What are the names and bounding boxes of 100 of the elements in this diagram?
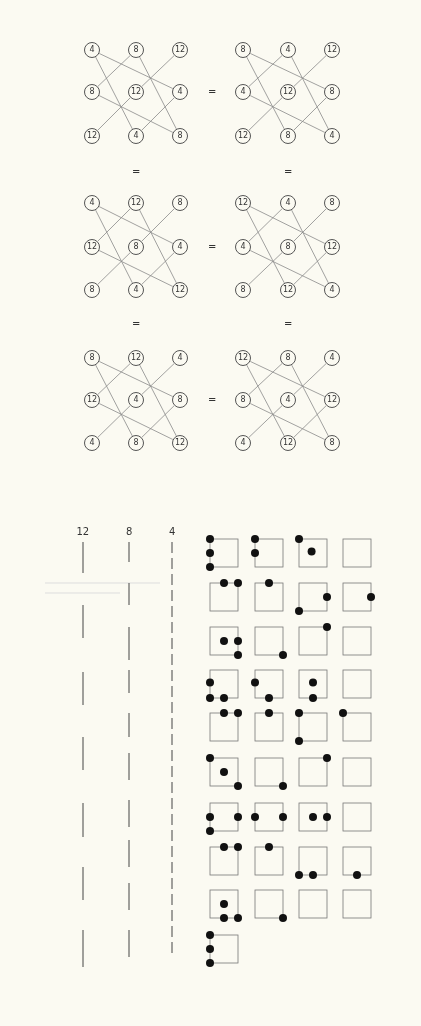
number-circle: 8 bbox=[128, 42, 144, 58]
number-circle: 12 bbox=[172, 42, 188, 58]
connector-line bbox=[293, 97, 327, 131]
number-circle: 4 bbox=[172, 84, 188, 100]
number-circle: 12 bbox=[84, 239, 100, 255]
number-circle: 12 bbox=[128, 84, 144, 100]
number-circle: 12 bbox=[280, 84, 296, 100]
number-circle: 8 bbox=[324, 195, 340, 211]
connector-line bbox=[291, 209, 329, 284]
number-circle: 8 bbox=[84, 282, 100, 298]
number-circle: 8 bbox=[84, 350, 100, 366]
connector-line bbox=[246, 364, 285, 437]
number-circle: 8 bbox=[235, 42, 251, 58]
equals-sign: = bbox=[132, 166, 141, 178]
connector-line bbox=[249, 250, 326, 287]
equals-sign: = bbox=[284, 318, 293, 330]
connector-line bbox=[97, 405, 131, 438]
connector-line bbox=[248, 405, 283, 438]
connector-line bbox=[139, 364, 177, 437]
number-circle: 4 bbox=[280, 195, 296, 211]
connector-line bbox=[248, 97, 283, 131]
column-header: 12 bbox=[76, 526, 90, 538]
number-circle: 12 bbox=[172, 435, 188, 451]
number-circle: 4 bbox=[280, 392, 296, 408]
number-circle: 8 bbox=[172, 195, 188, 211]
connector-line bbox=[249, 53, 326, 89]
number-circle: 4 bbox=[84, 435, 100, 451]
equals-sign: = bbox=[208, 86, 217, 98]
number-circle: 4 bbox=[172, 239, 188, 255]
connector-line bbox=[95, 364, 133, 437]
connector-line bbox=[98, 206, 174, 244]
column-header: 8 bbox=[126, 526, 133, 538]
connector-line bbox=[141, 97, 175, 131]
number-circle: 8 bbox=[280, 239, 296, 255]
connector-line bbox=[97, 252, 131, 285]
number-circle: 8 bbox=[128, 435, 144, 451]
connector-line bbox=[97, 55, 131, 87]
connector-line bbox=[248, 208, 283, 242]
number-circle: 8 bbox=[324, 435, 340, 451]
number-circle: 4 bbox=[235, 239, 251, 255]
number-circle: 4 bbox=[128, 392, 144, 408]
number-circle: 12 bbox=[128, 350, 144, 366]
number-circle: 8 bbox=[280, 350, 296, 366]
connector-line bbox=[141, 405, 175, 438]
number-circle: 8 bbox=[84, 84, 100, 100]
connector-line bbox=[293, 208, 327, 242]
connector-line bbox=[95, 209, 133, 284]
connector-line bbox=[98, 95, 174, 133]
number-circle: 12 bbox=[128, 195, 144, 211]
connector-line bbox=[246, 56, 285, 130]
connector-line bbox=[246, 209, 285, 284]
number-circle: 4 bbox=[235, 435, 251, 451]
number-circle: 4 bbox=[324, 350, 340, 366]
connector-line bbox=[249, 95, 326, 133]
connector-line bbox=[98, 403, 174, 440]
column-header: 4 bbox=[169, 526, 176, 538]
connector-line bbox=[293, 55, 327, 87]
number-circle: 12 bbox=[280, 435, 296, 451]
number-circle: 4 bbox=[280, 42, 296, 58]
connector-line bbox=[98, 250, 174, 287]
number-circle: 4 bbox=[172, 350, 188, 366]
equals-sign: = bbox=[208, 241, 217, 253]
number-circle: 12 bbox=[280, 282, 296, 298]
connector-line bbox=[293, 405, 327, 438]
connector-line bbox=[98, 53, 174, 89]
number-circle: 8 bbox=[235, 282, 251, 298]
number-circle: 12 bbox=[84, 128, 100, 144]
connector-line bbox=[293, 363, 327, 395]
connector-line bbox=[248, 252, 283, 285]
number-circle: 4 bbox=[128, 128, 144, 144]
connector-line bbox=[291, 364, 329, 437]
number-circle: 8 bbox=[235, 392, 251, 408]
connector-line bbox=[97, 363, 131, 395]
connector-line bbox=[139, 56, 177, 130]
number-circle: 4 bbox=[84, 195, 100, 211]
connector-line bbox=[95, 56, 133, 130]
number-circle: 8 bbox=[280, 128, 296, 144]
connector-line bbox=[293, 252, 327, 285]
connector-line bbox=[291, 56, 329, 130]
number-circle: 4 bbox=[324, 128, 340, 144]
equals-sign: = bbox=[132, 318, 141, 330]
number-circle: 4 bbox=[128, 282, 144, 298]
number-circle: 4 bbox=[235, 84, 251, 100]
connector-line bbox=[141, 252, 175, 285]
connector-line bbox=[139, 209, 177, 284]
connector-line bbox=[98, 361, 174, 397]
connector-line bbox=[97, 208, 131, 242]
number-circle: 12 bbox=[235, 195, 251, 211]
connector-line bbox=[141, 55, 175, 87]
connector-line bbox=[141, 363, 175, 395]
connector-line bbox=[248, 363, 283, 395]
equals-sign: = bbox=[284, 166, 293, 178]
number-circle: 8 bbox=[172, 128, 188, 144]
connector-line bbox=[97, 97, 131, 131]
connector-line bbox=[249, 403, 326, 440]
equals-sign: = bbox=[208, 394, 217, 406]
connector-line bbox=[249, 206, 326, 244]
connector-line bbox=[249, 361, 326, 397]
connector-line bbox=[141, 208, 175, 242]
number-circle: 12 bbox=[172, 282, 188, 298]
